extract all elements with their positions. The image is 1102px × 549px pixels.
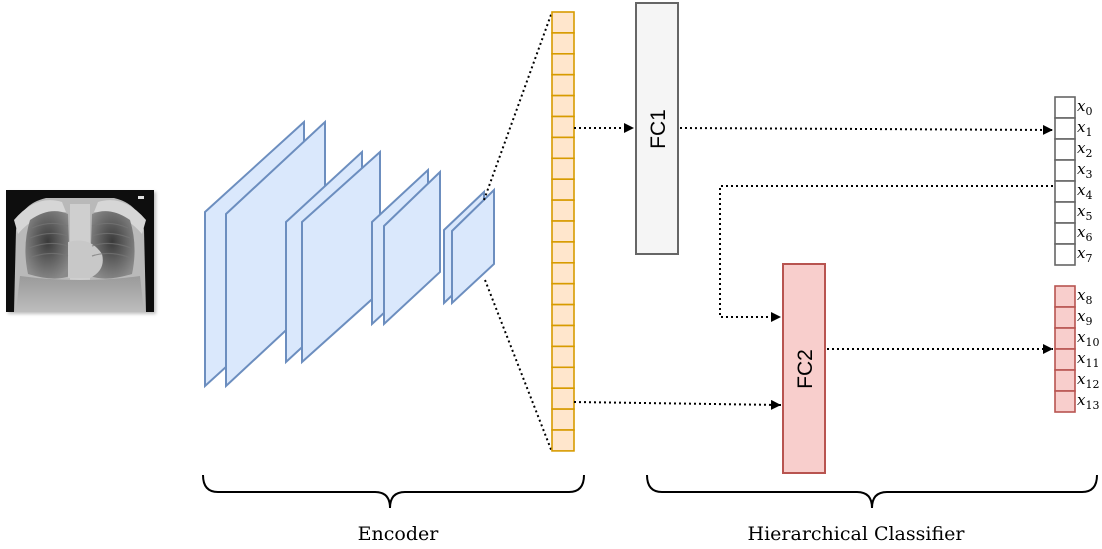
feature-cell (551, 73, 575, 97)
arrow-fc1-to-outputs1 (679, 124, 1054, 135)
feature-cell (551, 136, 575, 160)
feature-cell (551, 94, 575, 118)
output-label: x5 (1077, 202, 1092, 223)
output-label: x3 (1077, 160, 1092, 181)
feature-vector (551, 11, 575, 452)
feature-cell (551, 261, 575, 285)
feature-cell (551, 387, 575, 410)
feature-cell (551, 32, 575, 55)
classifier-label: Hierarchical Classifier (747, 523, 965, 545)
output-cell (1054, 285, 1076, 308)
arrow-features-to-fc2 (573, 399, 782, 410)
feature-cell (551, 220, 575, 243)
output-label: x9 (1077, 307, 1092, 328)
encoder-feature-maps (204, 119, 495, 389)
feature-cell (551, 408, 575, 431)
output-label: x10 (1077, 328, 1099, 349)
fc2-box (782, 263, 826, 474)
output-cell (1054, 96, 1076, 119)
feature-cell (551, 178, 575, 201)
feature-cell (551, 199, 575, 222)
output-cell (1054, 306, 1076, 329)
feature-cell (551, 366, 575, 389)
conv-layer-4b (451, 187, 495, 306)
output-cell (1054, 180, 1076, 203)
output-label: x11 (1077, 349, 1099, 370)
fc2-label: FC2 (794, 349, 817, 389)
encoder-brace (202, 474, 585, 509)
fc1-label: FC1 (647, 109, 670, 149)
output-cell (1054, 222, 1076, 245)
output-label: x1 (1077, 118, 1092, 139)
encoder-label: Encoder (357, 523, 439, 545)
output-cell (1054, 348, 1076, 371)
feature-cell (551, 282, 575, 306)
output-label: x0 (1077, 97, 1092, 118)
output-label: x13 (1077, 391, 1099, 412)
output-cell (1054, 243, 1076, 266)
output-cell (1054, 138, 1076, 161)
arrow-outputs1-to-fc2 (719, 185, 1053, 322)
feature-cell (551, 345, 575, 369)
output-label: x6 (1077, 223, 1092, 244)
conv-layer-3b (383, 169, 441, 327)
projection-line-top (483, 11, 553, 201)
chest-xray-image (6, 190, 154, 312)
feature-cell (551, 429, 575, 452)
output-label: x4 (1077, 181, 1092, 202)
feature-cell (551, 157, 575, 181)
output-label: x2 (1077, 139, 1092, 160)
output-cell (1054, 369, 1076, 392)
feature-cell (551, 52, 575, 76)
feature-cell (551, 324, 575, 348)
projection-line-bottom (484, 279, 553, 453)
feature-cell (551, 115, 575, 139)
output-label: x12 (1077, 370, 1099, 391)
feature-cell (551, 241, 575, 264)
output-cell (1054, 159, 1076, 182)
classifier-brace (646, 474, 1098, 509)
output-label: x8 (1077, 286, 1092, 307)
output-cell (1054, 390, 1076, 413)
output-cell (1054, 327, 1076, 350)
fc1-box (635, 2, 679, 255)
output-cell (1054, 201, 1076, 224)
feature-cell (551, 11, 575, 34)
output-label: x7 (1077, 244, 1092, 265)
output-cell (1054, 117, 1076, 140)
feature-cell (551, 303, 575, 327)
